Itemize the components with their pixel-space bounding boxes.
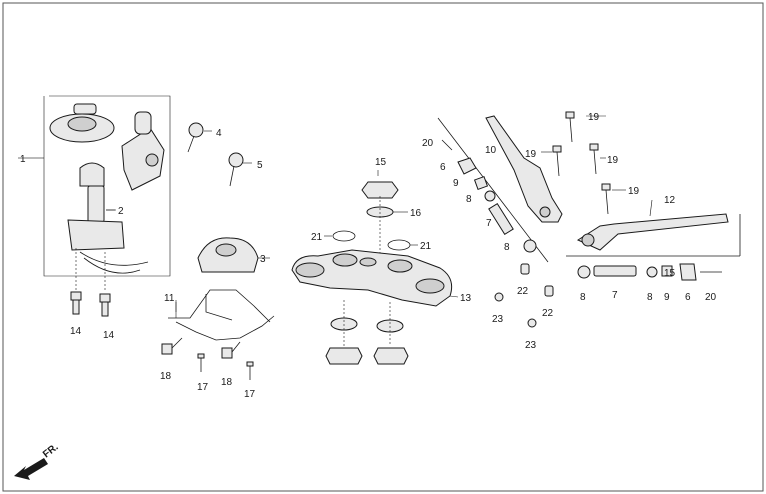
bolts-19 bbox=[552, 111, 611, 215]
cap-6-lower bbox=[679, 263, 697, 281]
callout-8-lower-left: 8 bbox=[580, 292, 586, 303]
o-ring-21-right bbox=[387, 239, 411, 251]
callout-14-left: 14 bbox=[70, 326, 82, 337]
callout-22-upper: 22 bbox=[517, 286, 529, 297]
callout-19-c: 19 bbox=[607, 155, 619, 166]
callout-18-left: 18 bbox=[160, 371, 172, 382]
cap-22-upper bbox=[520, 263, 530, 275]
callout-21-left: 21 bbox=[311, 232, 323, 243]
callout-12: 12 bbox=[664, 195, 676, 206]
key-5 bbox=[228, 152, 252, 187]
damper-rod-7 bbox=[488, 202, 514, 236]
callout-13: 13 bbox=[460, 293, 472, 304]
bush-8-upper bbox=[484, 190, 496, 202]
callout-21-right: 21 bbox=[420, 241, 432, 252]
callout-19-d: 19 bbox=[628, 186, 640, 197]
callout-labels: 1 2 3 4 5 14 14 11 18 17 18 17 15 16 21 … bbox=[20, 112, 717, 400]
callout-16: 16 bbox=[410, 208, 422, 219]
callout-11: 11 bbox=[164, 293, 175, 304]
bolt-14-left bbox=[70, 248, 82, 315]
key-4 bbox=[187, 122, 212, 153]
callout-10: 10 bbox=[485, 145, 497, 156]
callout-17-right: 17 bbox=[244, 389, 256, 400]
callout-22-lower: 22 bbox=[542, 308, 554, 319]
bolt-18-right bbox=[221, 341, 241, 359]
bush-9-lower bbox=[661, 265, 673, 277]
nut-lower-right bbox=[373, 347, 409, 365]
callout-7-upper: 7 bbox=[486, 218, 492, 229]
callout-4: 4 bbox=[216, 128, 222, 139]
bush-8-lower bbox=[523, 239, 537, 253]
damper-group-upper bbox=[437, 115, 563, 263]
bush-9 bbox=[473, 175, 489, 191]
callout-14-right: 14 bbox=[103, 330, 115, 341]
callout-3: 3 bbox=[260, 254, 266, 265]
callout-23-upper: 23 bbox=[492, 314, 504, 325]
bracket-11 bbox=[168, 289, 275, 341]
o-ring-21-left bbox=[332, 230, 356, 242]
callout-20-lower: 20 bbox=[705, 292, 717, 303]
callout-7-lower: 7 bbox=[612, 290, 618, 301]
group-1-bracket bbox=[43, 95, 171, 277]
callout-23-lower: 23 bbox=[525, 340, 537, 351]
callout-17-left: 17 bbox=[197, 382, 209, 393]
bolt-18-left bbox=[161, 337, 183, 355]
screw-23-lower bbox=[527, 318, 537, 328]
small-parts-22-23 bbox=[494, 263, 554, 328]
damper-rod-7-lower bbox=[593, 265, 637, 277]
direction-label: FR. bbox=[41, 442, 61, 461]
callout-1: 1 bbox=[20, 154, 26, 165]
callout-18-right: 18 bbox=[221, 377, 233, 388]
nut-lower-left bbox=[325, 347, 363, 365]
bush-8-a bbox=[577, 265, 591, 279]
callout-9-lower: 9 bbox=[664, 292, 670, 303]
callout-15: 15 bbox=[375, 157, 387, 168]
bush-8-b bbox=[646, 266, 658, 278]
callout-9-upper: 9 bbox=[453, 178, 459, 189]
cover-3 bbox=[197, 237, 270, 273]
cap-6 bbox=[457, 157, 477, 175]
callout-8-upper: 8 bbox=[466, 194, 472, 205]
callout-5: 5 bbox=[257, 160, 263, 171]
screw-17-left bbox=[197, 353, 205, 372]
nut-15 bbox=[361, 181, 399, 199]
callout-6-upper: 6 bbox=[440, 162, 446, 173]
callout-6-lower: 6 bbox=[685, 292, 691, 303]
screw-23-upper bbox=[494, 292, 504, 302]
callout-19-b: 19 bbox=[525, 149, 537, 160]
cap-22-lower bbox=[544, 285, 554, 297]
screw-17-right bbox=[246, 361, 254, 380]
ignition-switch-group bbox=[30, 95, 171, 277]
callout-8-lower-right: 8 bbox=[647, 292, 653, 303]
front-direction-arrow: FR. bbox=[14, 442, 61, 480]
damper-arm-12 bbox=[566, 213, 741, 257]
bracket-10 bbox=[485, 115, 563, 223]
callout-15-lower: 15 bbox=[664, 268, 676, 279]
bolt-14-right bbox=[99, 252, 111, 317]
triple-clamp-group bbox=[291, 181, 453, 365]
callout-20-upper: 20 bbox=[422, 138, 434, 149]
leader-lines bbox=[18, 115, 653, 312]
damper-group-lower bbox=[577, 263, 722, 281]
callout-19-a: 19 bbox=[588, 112, 600, 123]
arrow-icon bbox=[14, 458, 48, 480]
callout-2: 2 bbox=[118, 206, 124, 217]
callout-8-mid: 8 bbox=[504, 242, 510, 253]
